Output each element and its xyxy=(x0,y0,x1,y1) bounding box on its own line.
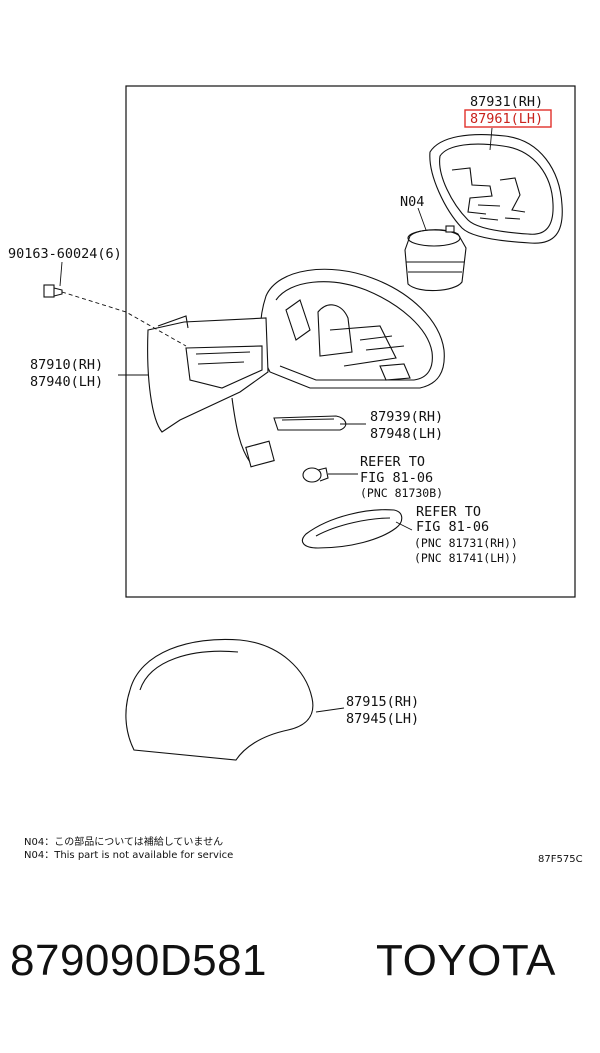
mirror-actuator-part[interactable] xyxy=(404,225,467,292)
bolt-part[interactable] xyxy=(43,284,63,298)
note-english: N04：This part is not available for servi… xyxy=(24,850,233,861)
figure-code: 87F575C xyxy=(538,854,583,865)
turn-signal-lamp-part[interactable] xyxy=(301,509,403,549)
trim-strip-part[interactable] xyxy=(273,415,347,431)
note-japanese: N04：この部品については補給していません xyxy=(24,835,223,848)
label-87931-rh: 87931(RH) xyxy=(470,94,543,110)
refer2-line2: FIG 81-06 xyxy=(416,519,489,535)
refer2-line4: (PNC 81741(LH)) xyxy=(414,551,518,565)
mirror-housing-part[interactable] xyxy=(147,268,445,468)
mirror-cover-part[interactable] xyxy=(125,638,314,761)
label-87939-rh: 87939(RH) xyxy=(370,409,443,425)
brand-name: TOYOTA xyxy=(376,936,556,985)
footer: 879090D581 TOYOTA xyxy=(0,936,600,1016)
label-87948-lh: 87948(LH) xyxy=(370,426,443,442)
bulb-socket-part[interactable] xyxy=(302,467,329,483)
label-87945-lh: 87945(LH) xyxy=(346,711,419,727)
label-87915-rh: 87915(RH) xyxy=(346,694,419,710)
highlighted-part-box xyxy=(464,109,552,128)
refer1-line3: (PNC 81730B) xyxy=(360,486,443,500)
refer1-line1: REFER TO xyxy=(360,454,425,470)
assembly-frame xyxy=(125,85,576,598)
leader-lines xyxy=(59,127,493,713)
label-n04: N04 xyxy=(400,194,424,210)
label-87940-lh: 87940(LH) xyxy=(30,374,103,390)
mirror-glass-part[interactable] xyxy=(429,134,563,244)
refer2-line3: (PNC 81731(RH)) xyxy=(414,536,518,550)
refer2-line1: REFER TO xyxy=(416,504,481,520)
label-87961-lh: 87961(LH) xyxy=(470,111,543,127)
bolt-mount-line xyxy=(61,291,187,347)
refer1-line2: FIG 81-06 xyxy=(360,470,433,486)
label-87910-rh: 87910(RH) xyxy=(30,357,103,373)
part-number: 879090D581 xyxy=(10,936,268,985)
mirror-parts-diagram: 87931(RH) 87961(LH) N04 90163-60024(6) 8… xyxy=(8,85,583,865)
label-90163: 90163-60024(6) xyxy=(8,246,122,262)
